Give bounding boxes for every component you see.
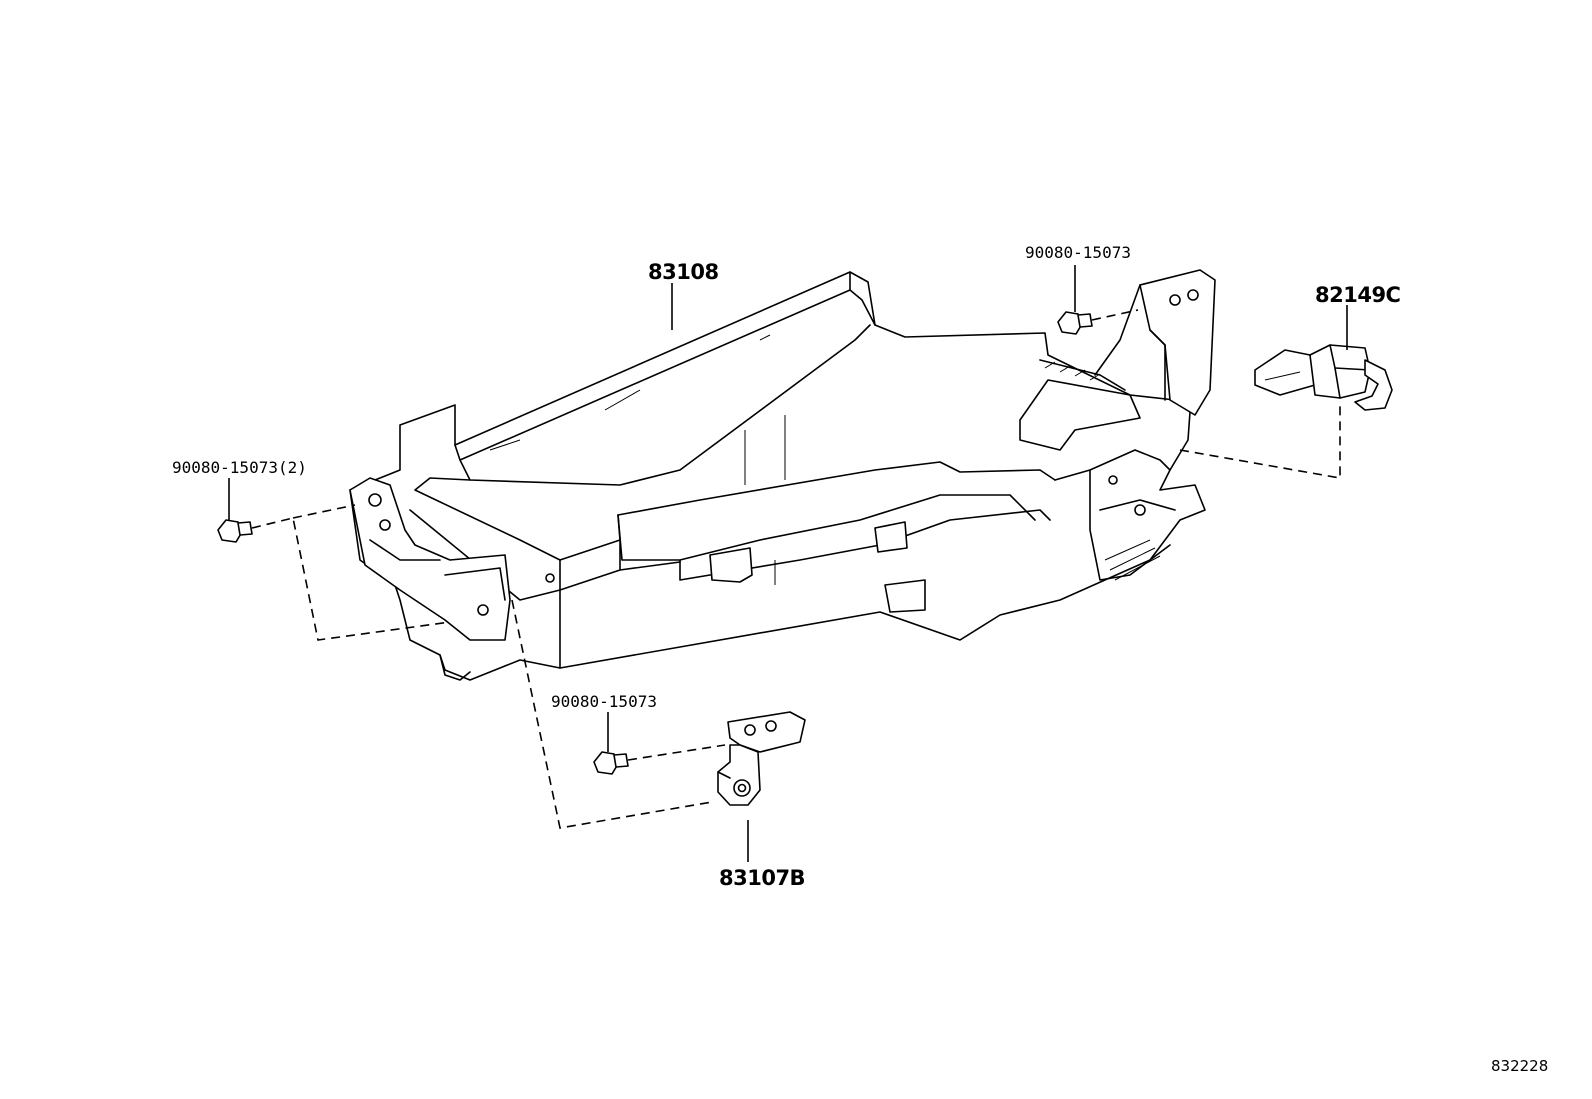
label-main-unit: 83108 [648,260,719,284]
main-unit-83108 [349,269,1216,681]
bolt-top [1057,311,1093,335]
leader-lines [228,265,1348,862]
label-bracket: 83107B [719,866,806,890]
label-bolt-left: 90080-15073(2) [172,458,307,477]
connector-82149c [1254,344,1393,411]
bracket-83107b [717,711,806,806]
label-connector: 82149C [1315,283,1401,307]
label-bolt-top: 90080-15073 [1025,243,1131,262]
bolt-bottom [593,751,629,775]
assembly-lines [251,309,1341,829]
diagram-reference-number: 832228 [1491,1057,1549,1075]
label-bolt-bottom: 90080-15073 [551,692,657,711]
bolt-left [217,519,253,543]
